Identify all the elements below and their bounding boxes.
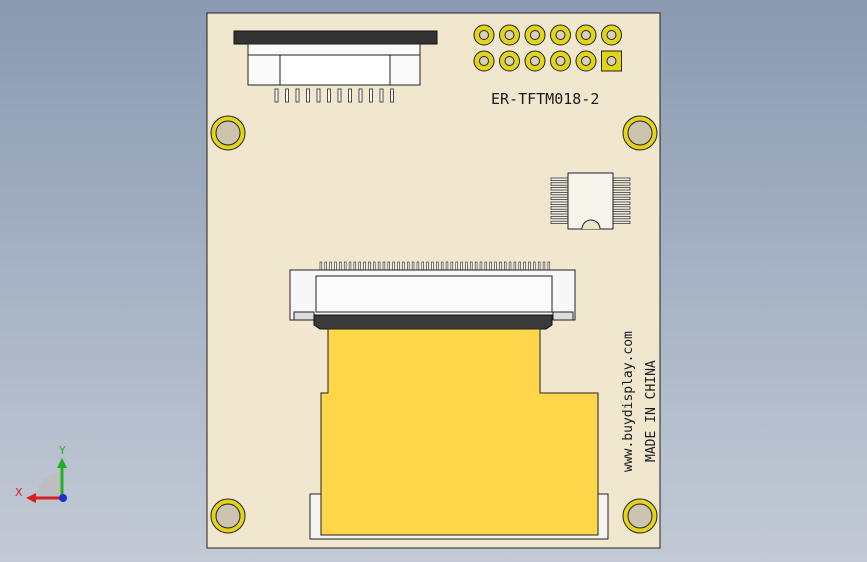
soic-ic-chip[interactable] — [550, 172, 631, 230]
part-number-label: ER-TFTM018-2 — [491, 90, 599, 108]
connector-pin — [316, 88, 321, 103]
pin-pad-1-square — [601, 50, 622, 72]
pin-pad — [499, 24, 520, 46]
connector-pin — [358, 88, 363, 103]
flex-cable[interactable] — [309, 328, 609, 540]
ic-pin-right — [611, 182, 631, 186]
ic-pin-left — [550, 182, 570, 186]
ic-pin-right — [611, 211, 631, 215]
ic-pin-left — [550, 211, 570, 215]
ic-pin-right — [611, 216, 631, 220]
y-axis-label: Y — [58, 444, 66, 457]
pin-pad — [601, 24, 622, 46]
top-fpc-connector[interactable] — [233, 30, 438, 103]
ic-pin-right — [611, 192, 631, 196]
ic-pin-left — [550, 216, 570, 220]
connector-pin — [379, 88, 384, 103]
ic-pin-left — [550, 206, 570, 210]
pin-pad — [575, 24, 597, 46]
ic-pin-left — [550, 192, 570, 196]
mounting-hole-top-right — [622, 115, 658, 151]
x-axis-label: X — [15, 486, 23, 499]
mounting-hole-bottom-left — [210, 498, 246, 534]
connector-pin — [369, 88, 373, 103]
connector-pin — [327, 88, 331, 103]
connector-pin — [306, 88, 310, 103]
ic-pin-left — [550, 201, 570, 205]
pin-pad — [524, 50, 546, 72]
ic-pin-right — [611, 196, 631, 200]
ic-pin-right — [611, 220, 631, 224]
ic-pin-right — [611, 201, 631, 205]
mounting-hole-top-left — [210, 115, 246, 151]
connector-pin — [337, 88, 342, 103]
connector-pin — [390, 88, 394, 103]
pin-pad — [473, 50, 495, 72]
pin-pad — [550, 50, 571, 72]
ic-pin-left — [550, 220, 570, 224]
pin-header-pads[interactable] — [473, 24, 622, 72]
mounting-hole-bottom-right — [622, 498, 658, 534]
view-orientation-triad[interactable]: Y X — [15, 444, 67, 503]
ic-pin-left — [550, 177, 570, 181]
ic-pin-left — [550, 196, 570, 200]
main-fpc-connector[interactable] — [289, 261, 576, 330]
ic-pin-right — [611, 206, 631, 210]
pin-pad — [524, 24, 546, 46]
connector-pin — [274, 88, 279, 103]
ic-pin-right — [611, 177, 631, 181]
connector-pin — [348, 88, 352, 103]
connector-pin — [285, 88, 289, 103]
pin-pad — [575, 50, 597, 72]
origin-label: MADE IN CHINA — [644, 360, 659, 462]
pin-pad — [473, 24, 495, 46]
ic-pin-left — [550, 187, 570, 191]
ic-pin-right — [611, 187, 631, 191]
z-axis-dot — [59, 494, 67, 502]
connector-pin — [295, 88, 300, 103]
website-label: www.buydisplay.com — [621, 331, 636, 472]
pin-pad — [550, 24, 571, 46]
pin-pad — [499, 50, 520, 72]
top-connector-pins — [274, 88, 394, 103]
